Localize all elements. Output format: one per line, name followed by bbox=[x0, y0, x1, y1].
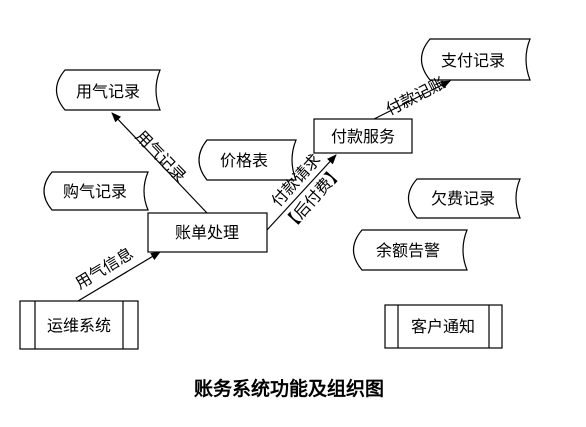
flow-payment-bookkeeping: 付款记账 bbox=[373, 73, 451, 120]
data-store-payment-records: 支付记录 bbox=[420, 38, 531, 81]
data-store-label: 用气记录 bbox=[76, 82, 140, 101]
data-store-gas-purchase-records: 购气记录 bbox=[43, 171, 149, 211]
process-label: 付款服务 bbox=[331, 127, 395, 146]
entity-label: 客户通知 bbox=[411, 317, 475, 336]
data-store-label: 余额告警 bbox=[376, 241, 440, 260]
external-operations-system: 运维系统 bbox=[19, 300, 139, 350]
flow-label: 付款记账 bbox=[383, 73, 449, 119]
flow-payment-request: 付款请求 【后付费】 bbox=[266, 150, 347, 234]
data-store-price-list: 价格表 bbox=[198, 139, 297, 181]
process-payment-service: 付款服务 bbox=[313, 118, 413, 154]
flow-label: 用气记录 bbox=[132, 127, 190, 186]
process-label: 账单处理 bbox=[175, 223, 239, 242]
external-customer-notification: 客户通知 bbox=[384, 304, 503, 349]
data-store-label: 价格表 bbox=[220, 151, 268, 170]
data-store-gas-usage-records: 用气记录 bbox=[55, 69, 161, 111]
data-store-balance-alert: 余额告警 bbox=[352, 229, 468, 271]
process-billing: 账单处理 bbox=[147, 212, 268, 253]
diagram-title: 账务系统功能及组织图 bbox=[194, 377, 384, 400]
data-store-label: 购气记录 bbox=[63, 182, 127, 201]
data-store-label: 欠费记录 bbox=[431, 189, 495, 208]
entity-label: 运维系统 bbox=[47, 316, 111, 335]
data-store-label: 支付记录 bbox=[441, 51, 505, 70]
flow-gas-usage-info: 用气信息 bbox=[72, 244, 161, 302]
data-store-arrears-records: 欠费记录 bbox=[407, 178, 521, 219]
